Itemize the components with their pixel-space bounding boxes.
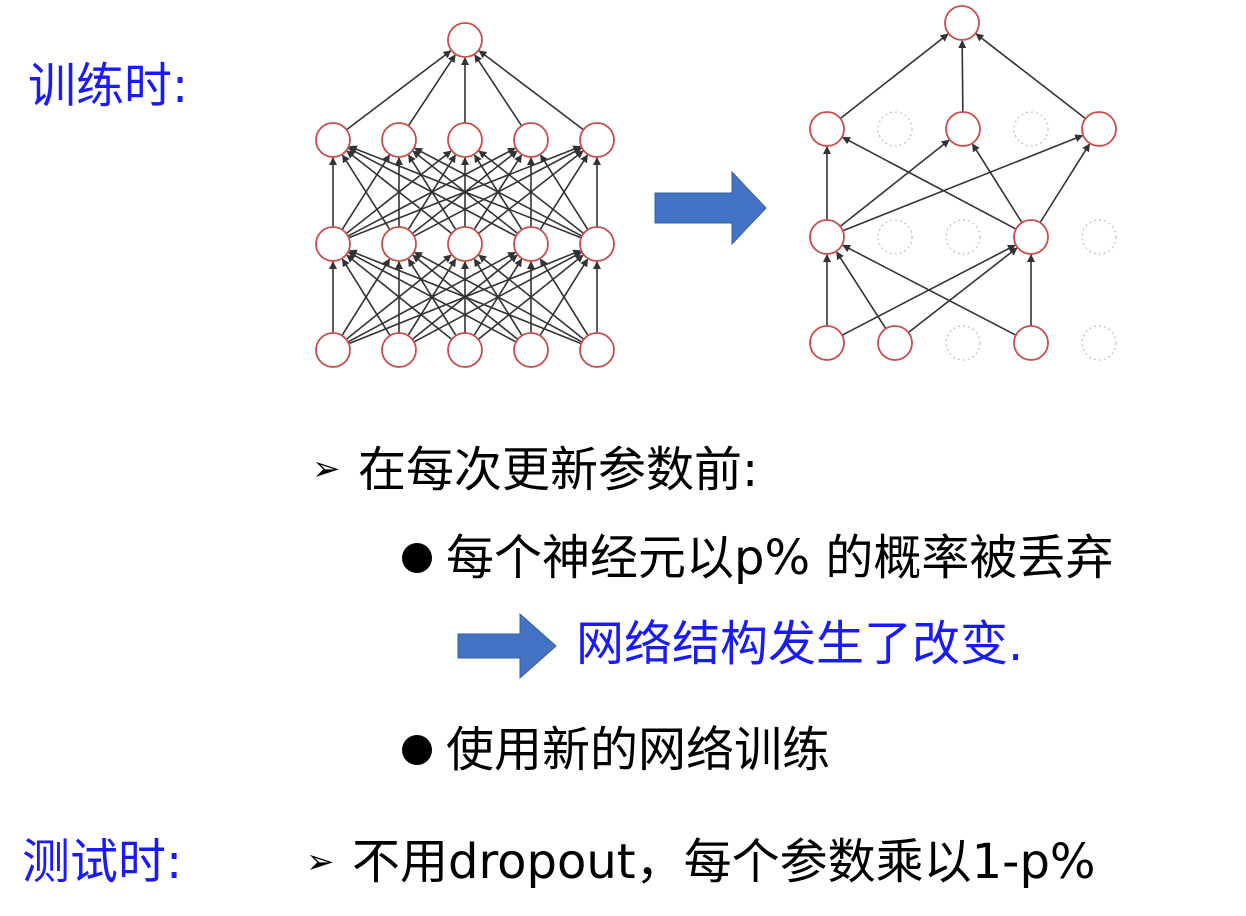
dropped-neuron-node xyxy=(877,219,913,255)
neuron-node xyxy=(513,332,549,368)
neuron-node xyxy=(1013,219,1049,255)
connection-edge xyxy=(842,134,1084,232)
connection-edge xyxy=(539,154,589,231)
dropout-rule-text: 每个神经元以p% 的概率被丢弃 xyxy=(446,530,1114,586)
dropped-neuron-node xyxy=(1081,219,1117,255)
thinned-network xyxy=(809,5,1117,361)
connection-edge xyxy=(958,39,967,113)
connection-edge xyxy=(478,50,584,131)
connection-edge xyxy=(907,247,1018,334)
connection-edge xyxy=(414,147,583,237)
neuron-node xyxy=(447,122,483,158)
bullet-marker-2: ➢ xyxy=(306,842,335,882)
connection-edge xyxy=(341,154,391,231)
neuron-node xyxy=(579,332,615,368)
connection-edge xyxy=(346,254,453,340)
neuron-node xyxy=(877,325,913,361)
neuron-node xyxy=(381,332,417,368)
neuron-node xyxy=(1081,111,1117,147)
bullet-marker-1: ➢ xyxy=(312,449,341,489)
dropped-neuron-node xyxy=(945,325,981,361)
before-update-text: 在每次更新参数前: xyxy=(358,442,759,498)
connection-edge xyxy=(341,258,391,336)
full-network xyxy=(315,22,615,368)
neuron-node xyxy=(579,226,615,262)
neuron-node xyxy=(315,122,351,158)
connection-edge xyxy=(348,249,582,345)
neuron-node xyxy=(315,226,351,262)
bullet-dot-2 xyxy=(402,735,432,765)
training-label: 训练时: xyxy=(28,58,189,114)
dropped-neuron-node xyxy=(1013,111,1049,147)
bullet-dot-1 xyxy=(402,543,432,573)
connection-edge xyxy=(407,54,456,127)
neuron-node xyxy=(447,332,483,368)
neuron-node xyxy=(809,111,845,147)
connection-edge xyxy=(839,33,949,120)
testing-label: 测试时: xyxy=(22,834,183,890)
neuron-node xyxy=(447,226,483,262)
connection-edge xyxy=(839,139,950,228)
connection-edge xyxy=(478,254,585,340)
neuron-node xyxy=(513,226,549,262)
dropped-neuron-node xyxy=(877,111,913,147)
neuron-node xyxy=(315,332,351,368)
result-arrow xyxy=(457,612,557,680)
neuron-node xyxy=(1013,325,1049,361)
neuron-node xyxy=(381,122,417,158)
dropped-neuron-node xyxy=(945,219,981,255)
test-rule-text: 不用dropout，每个参数乘以1-p% xyxy=(352,834,1096,890)
dropped-neuron-node xyxy=(1081,325,1117,361)
connection-edge xyxy=(1039,143,1091,224)
connection-edge xyxy=(346,50,452,131)
neuron-node xyxy=(809,325,845,361)
connection-edge xyxy=(346,150,453,235)
neuron-node xyxy=(381,226,417,262)
connection-edge xyxy=(539,258,589,336)
connection-edge xyxy=(474,54,523,127)
connection-edge xyxy=(347,251,517,343)
neuron-node xyxy=(579,122,615,158)
connection-edge xyxy=(971,143,1023,224)
connection-edge xyxy=(348,145,582,239)
connection-edge xyxy=(478,150,585,235)
result-text: 网络结构发生了改变. xyxy=(576,616,1024,672)
neuron-node xyxy=(809,219,845,255)
connection-edge xyxy=(842,136,1017,230)
train-new-text: 使用新的网络训练 xyxy=(446,722,831,778)
neuron-node xyxy=(944,5,980,41)
connection-edge xyxy=(836,251,887,330)
transition-arrow xyxy=(654,170,767,246)
neuron-node xyxy=(513,122,549,158)
neuron-node xyxy=(945,111,981,147)
connection-edge xyxy=(975,33,1087,120)
neuron-node xyxy=(447,22,483,58)
connection-edge xyxy=(413,251,583,343)
connection-edge xyxy=(348,147,517,237)
connection-edge xyxy=(842,244,1017,336)
